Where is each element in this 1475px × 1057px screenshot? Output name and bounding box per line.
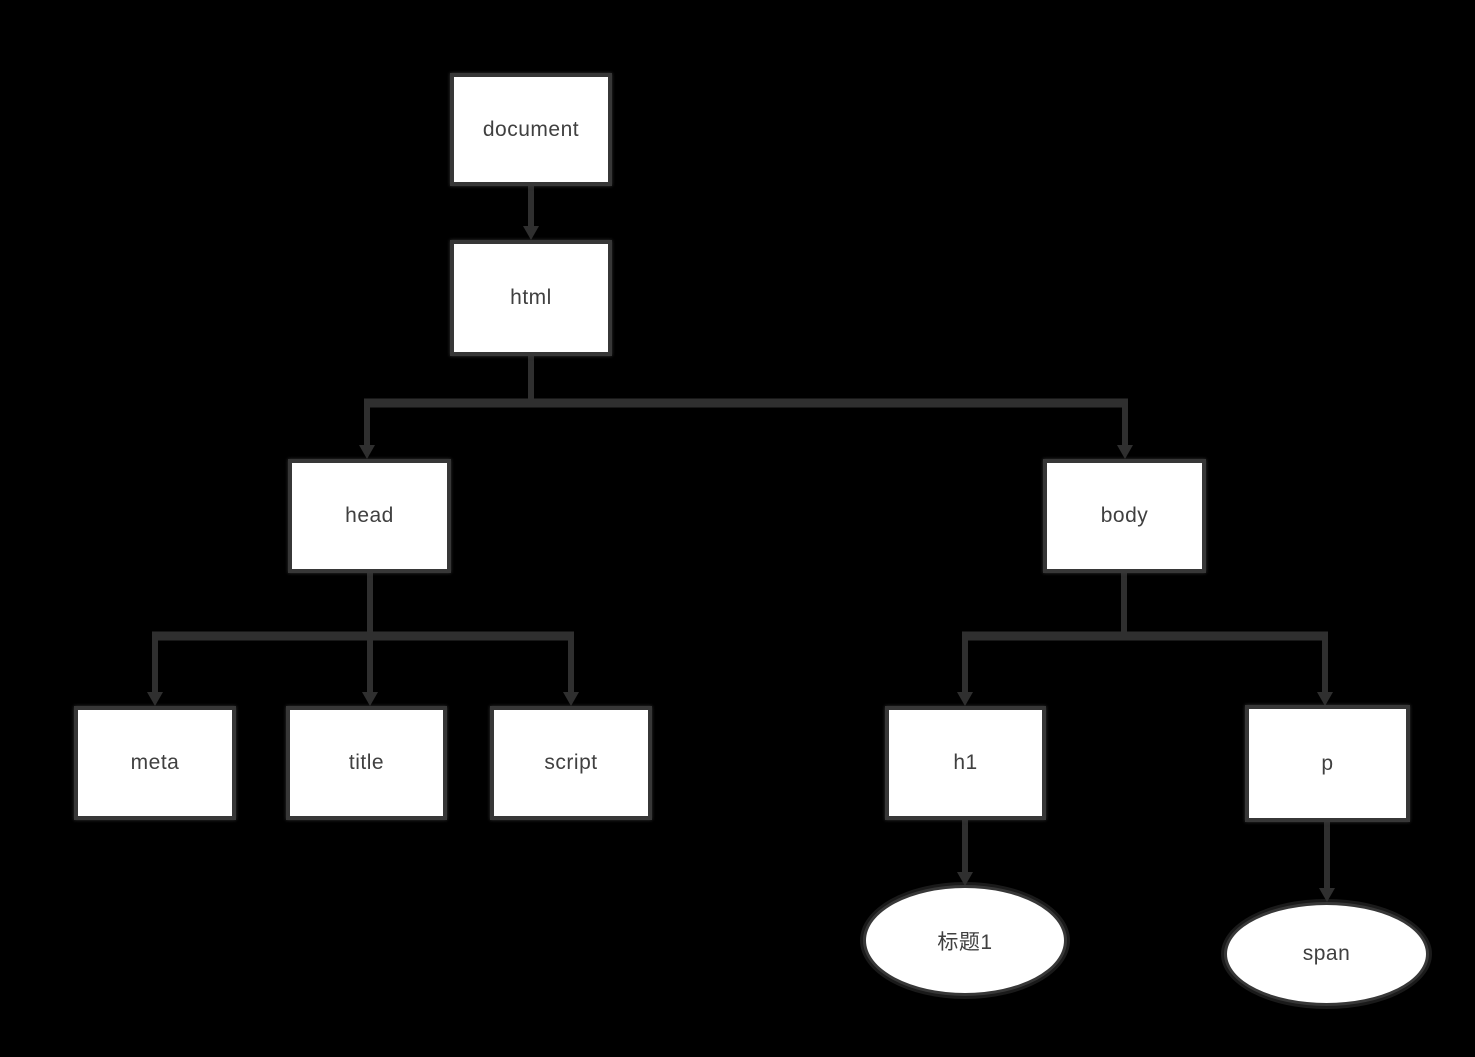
node-span-text-label: span: [1302, 942, 1351, 965]
node-p: p: [1245, 705, 1410, 822]
node-span-text-ellipse: span: [1224, 902, 1429, 1006]
node-h1-text-label: 标题1: [937, 930, 993, 954]
node-head: head: [288, 459, 451, 573]
node-h1: h1: [885, 706, 1046, 820]
arrowheads: [147, 226, 1335, 902]
node-html-label: html: [510, 286, 552, 309]
node-script-label: script: [544, 751, 598, 774]
node-document: document: [450, 73, 612, 186]
node-document-label: document: [482, 117, 580, 141]
node-meta: meta: [74, 706, 236, 820]
node-title: title: [286, 706, 447, 820]
node-h1-label: h1: [953, 751, 978, 774]
node-head-label: head: [345, 504, 394, 527]
node-p-label: p: [1321, 751, 1334, 775]
node-body: body: [1043, 459, 1206, 573]
node-html: html: [450, 240, 612, 356]
node-title-label: title: [348, 751, 385, 774]
node-body-label: body: [1100, 504, 1149, 527]
node-h1-text-ellipse: 标题1: [863, 885, 1067, 996]
node-script: script: [490, 706, 652, 820]
node-meta-label: meta: [130, 751, 180, 774]
